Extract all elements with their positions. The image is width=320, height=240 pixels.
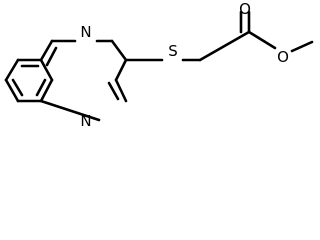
atom-ester-oxygen: O	[277, 48, 289, 66]
atom-sulfur: S	[168, 42, 178, 60]
benzene-ring	[4, 58, 54, 103]
molecule-structure: N N S O O	[4, 0, 314, 130]
atom-n-top: N	[80, 23, 91, 41]
pyrazine-ring	[39, 39, 128, 122]
atom-n-bottom: N	[80, 112, 91, 130]
side-chain	[124, 10, 314, 62]
molecule-diagram: N N S O O	[4, 0, 314, 130]
atom-carbonyl-oxygen: O	[239, 0, 251, 18]
